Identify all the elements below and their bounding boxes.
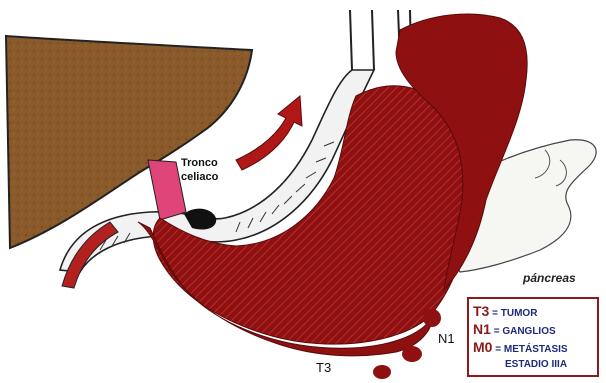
legend-row-n: N1 = GANGLIOS <box>473 320 593 338</box>
legend-row-t: T3 = TUMOR <box>473 302 593 320</box>
celiac-trunk-label: Tronco celiaco <box>181 156 218 184</box>
legend-code: N1 <box>473 321 491 337</box>
n1-label: N1 <box>438 331 455 346</box>
legend-text: GANGLIOS <box>502 326 555 337</box>
pancreas-label: páncreas <box>523 271 576 285</box>
lymph-node <box>402 346 422 362</box>
lymph-node <box>423 309 441 327</box>
legend-separator: = <box>495 344 501 355</box>
legend-code: T3 <box>473 303 489 319</box>
legend-text: METÁSTASIS <box>504 344 568 355</box>
legend-row-m: M0 = METÁSTASIS <box>473 338 593 356</box>
legend-separator: = <box>492 308 498 319</box>
legend-text: TUMOR <box>501 308 538 319</box>
celiac-label-line2: celiaco <box>181 170 218 184</box>
legend-separator: = <box>494 326 500 337</box>
arrow-shape <box>236 96 302 170</box>
tnm-legend: T3 = TUMOR N1 = GANGLIOS M0 = METÁSTASIS… <box>467 297 599 377</box>
celiac-label-line1: Tronco <box>181 156 218 170</box>
legend-stage: ESTADIO IIIA <box>473 356 593 374</box>
t3-label: T3 <box>316 360 331 375</box>
legend-code: M0 <box>473 339 492 355</box>
lymph-node <box>373 365 391 379</box>
